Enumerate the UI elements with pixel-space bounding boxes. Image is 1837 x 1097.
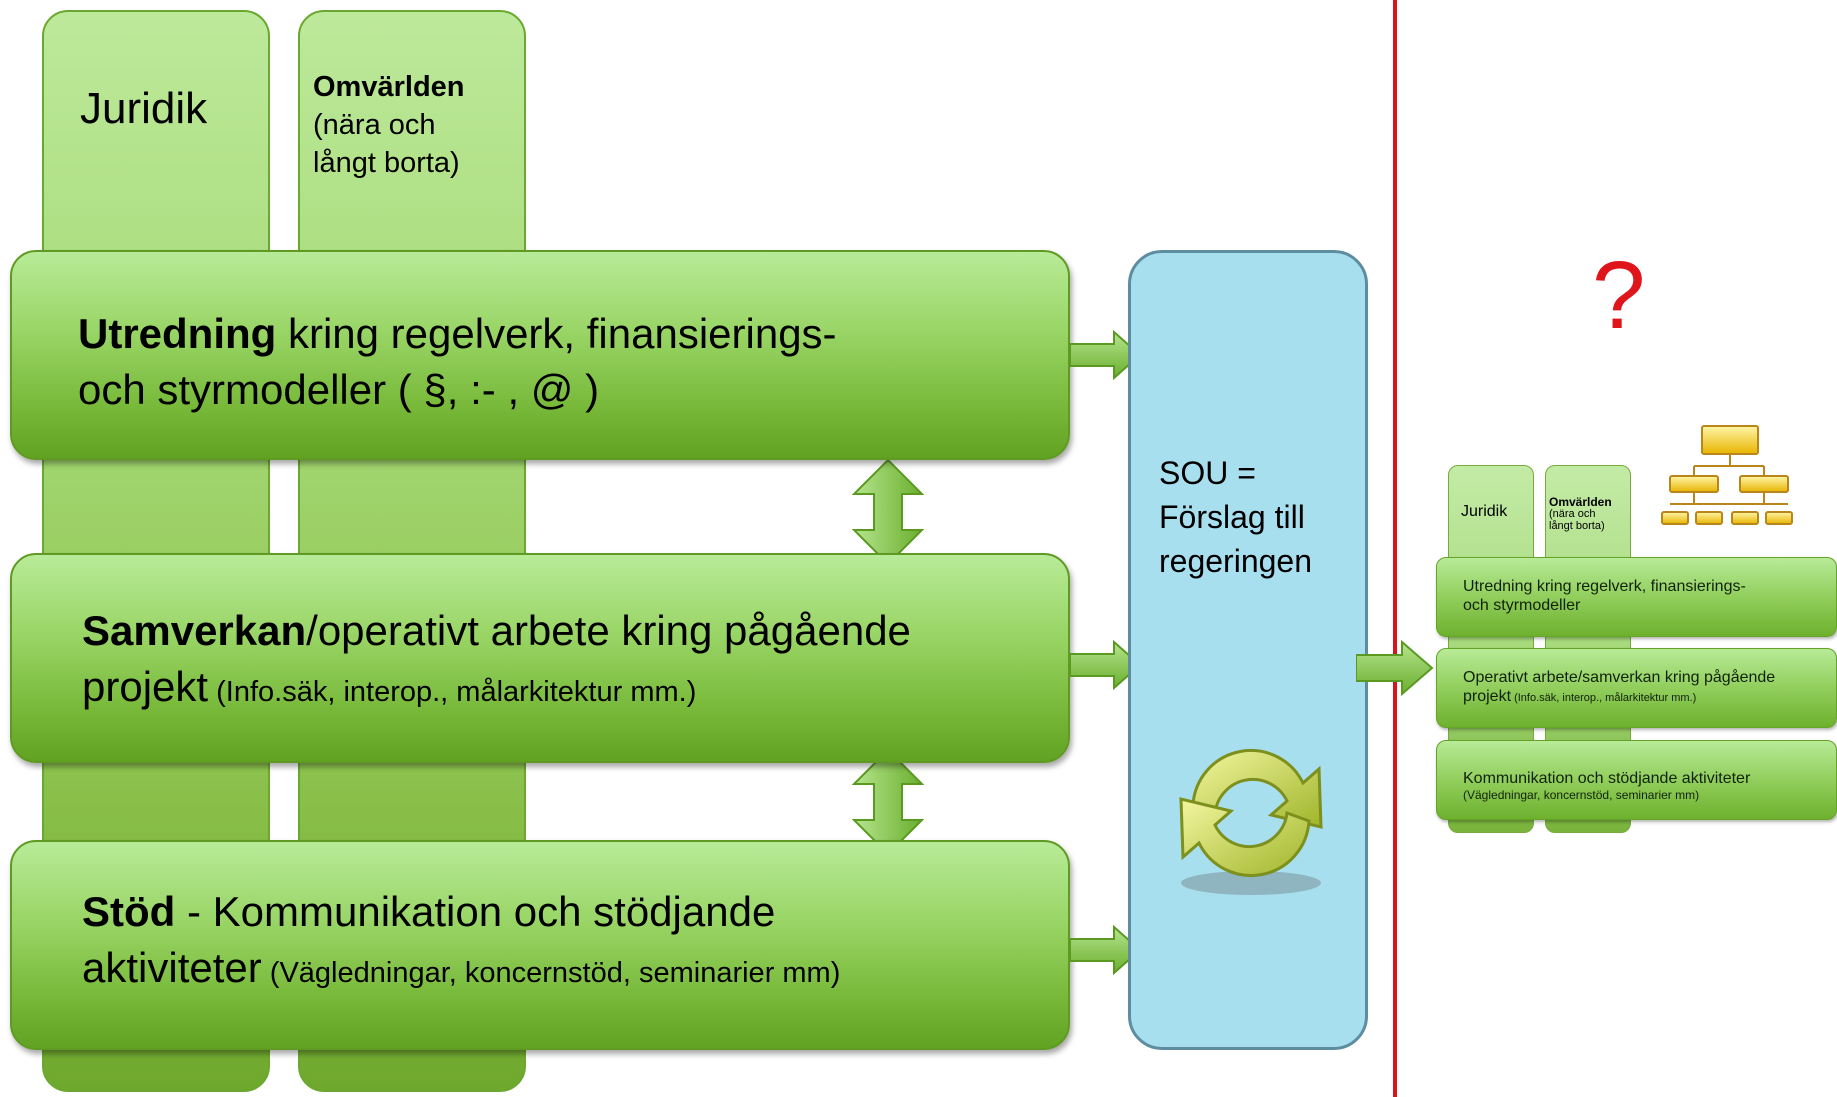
mini-bar2-line1: Operativt arbete/samverkan kring pågåend… — [1463, 669, 1776, 686]
samverkan-text-line2: projekt — [82, 663, 209, 710]
refresh-cycle-icon — [1179, 749, 1323, 895]
omvarlden-subtitle-1: (nära och — [313, 109, 436, 141]
mini-juridik-label: Juridik — [1461, 503, 1508, 520]
samverkan-note: (Info.säk, interop., målarkitektur mm.) — [208, 676, 697, 708]
stod-heading: Stöd — [82, 888, 176, 935]
utredning-text-line2: och styrmodeller ( §, :- , @ ) — [78, 366, 600, 413]
question-mark: ? — [1592, 242, 1646, 349]
org-chart-icon — [1661, 425, 1793, 525]
sou-box: SOU = Förslag till regeringen — [1128, 250, 1368, 1050]
sou-line2: Förslag till — [1159, 499, 1305, 535]
sou-line1: SOU = — [1159, 455, 1256, 491]
right-arrow-icon — [1356, 640, 1434, 696]
stod-note: (Vägledningar, koncernstöd, seminarier m… — [261, 957, 841, 989]
omvarlden-title: Omvärlden — [313, 71, 465, 103]
stod-text-line2: aktiviteter — [82, 944, 262, 991]
mini-bar3-line1: Kommunikation och stödjande aktiviteter — [1463, 770, 1751, 787]
mini-bar1-line1: Utredning kring regelverk, finansierings… — [1463, 578, 1746, 595]
utredning-text: kring regelverk, finansierings- — [276, 310, 837, 357]
mini-omvarlden-title: Omvärlden — [1549, 495, 1612, 509]
samverkan-text: /operativt arbete kring pågående — [306, 607, 911, 654]
stod-text: - Kommunikation och stödjande — [175, 888, 776, 935]
mini-bar2-note: (Info.säk, interop., målarkitektur mm.) — [1511, 692, 1697, 704]
sou-line3: regeringen — [1159, 543, 1312, 579]
bar-samverkan: Samverkan/operativt arbete kring pågåend… — [10, 553, 1070, 763]
column-juridik-label: Juridik — [80, 84, 208, 133]
mini-bar-utredning: Utredning kring regelverk, finansierings… — [1436, 557, 1837, 637]
bar-utredning: Utredning kring regelverk, finansierings… — [10, 250, 1070, 460]
omvarlden-subtitle-2: långt borta) — [313, 147, 460, 179]
mini-bar2-line2: projekt — [1463, 688, 1512, 705]
mini-bar-samverkan: Operativt arbete/samverkan kring pågåend… — [1436, 648, 1837, 728]
column-omvarlden-label: Omvärlden (nära och långt borta) — [313, 68, 465, 182]
right-arrow-icon — [1070, 330, 1142, 380]
right-arrow-icon — [1070, 925, 1142, 975]
divider-line — [1393, 0, 1397, 1097]
samverkan-heading: Samverkan — [82, 607, 307, 654]
utredning-heading: Utredning — [78, 310, 277, 357]
mini-bar-stod: Kommunikation och stödjande aktiviteter … — [1436, 740, 1837, 820]
mini-omvarlden-sub2: långt borta) — [1549, 520, 1605, 532]
mini-omvarlden-label: Omvärlden (nära och långt borta) — [1549, 496, 1612, 532]
mini-bar1-line2: och styrmodeller — [1463, 597, 1581, 614]
mini-bar3-note: (Vägledningar, koncernstöd, seminarier m… — [1463, 788, 1700, 802]
double-arrow-icon — [852, 458, 924, 566]
right-arrow-icon — [1070, 640, 1142, 690]
bar-stod: Stöd - Kommunikation och stödjande aktiv… — [10, 840, 1070, 1050]
mini-omvarlden-sub1: (nära och — [1549, 508, 1596, 520]
